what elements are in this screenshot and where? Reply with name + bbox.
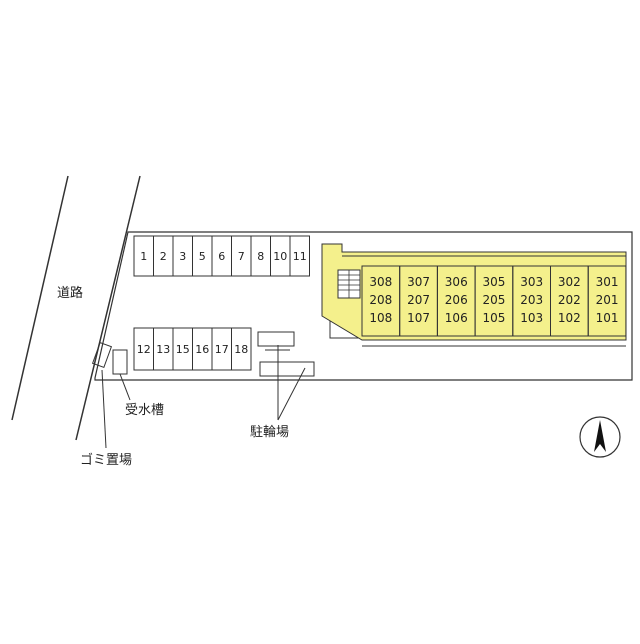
parking-slot-label: 8 xyxy=(257,250,264,263)
unit-column xyxy=(587,265,627,337)
water-tank-leader xyxy=(119,373,131,401)
road-edge-left xyxy=(11,175,69,421)
unit-number: 206 xyxy=(445,293,468,307)
bicycle-parking-label: 駐輪場 xyxy=(250,424,289,440)
unit-number: 103 xyxy=(520,311,543,325)
unit-number: 106 xyxy=(445,311,468,325)
unit-number: 303 xyxy=(520,275,543,289)
unit-number: 308 xyxy=(369,275,392,289)
bicycle-leader-2 xyxy=(277,367,306,421)
parking-slot-label: 3 xyxy=(179,250,186,263)
parking-slot-label: 7 xyxy=(238,250,245,263)
parking-slot-label: 5 xyxy=(199,250,206,263)
garbage-leader xyxy=(101,369,107,449)
unit-number: 208 xyxy=(369,293,392,307)
unit-number: 205 xyxy=(482,293,505,307)
unit-number: 108 xyxy=(369,311,392,325)
parking-slot-label: 13 xyxy=(156,343,170,356)
unit-number: 305 xyxy=(482,275,505,289)
unit-number: 207 xyxy=(407,293,430,307)
garbage-area xyxy=(91,341,113,369)
unit-number: 101 xyxy=(596,311,619,325)
parking-slot-label: 16 xyxy=(195,343,209,356)
unit-number: 301 xyxy=(596,275,619,289)
unit-number: 203 xyxy=(520,293,543,307)
unit-number: 202 xyxy=(558,293,581,307)
unit-number: 302 xyxy=(558,275,581,289)
parking-slot-11 xyxy=(289,235,310,277)
parking-slot-18 xyxy=(231,327,252,371)
building-corridor xyxy=(321,243,627,341)
site-boundary xyxy=(94,231,633,381)
garbage-label: ゴミ置場 xyxy=(80,452,132,468)
stairs xyxy=(337,269,361,299)
parking-slot-label: 12 xyxy=(137,343,151,356)
bicycle-rack-upper xyxy=(257,331,295,347)
unit-number: 307 xyxy=(407,275,430,289)
parking-slot-label: 1 xyxy=(140,250,147,263)
bicycle-rack-lower xyxy=(259,361,315,377)
parking-slot-label: 17 xyxy=(215,343,229,356)
road-edge-right xyxy=(75,175,141,441)
water-tank-label: 受水槽 xyxy=(125,403,164,418)
unit-grid: 308 208 108 307 207 107 306 206 106 305 205 105 303 2… xyxy=(361,265,627,337)
parking-slot-label: 15 xyxy=(176,343,190,356)
unit-number: 105 xyxy=(482,311,505,325)
parking-slot-label: 2 xyxy=(160,250,167,263)
apartment-building: 308 208 108 307 207 107 306 206 106 305 205 105 303 2… xyxy=(321,243,627,347)
water-tank xyxy=(112,349,128,375)
parking-slot-label: 11 xyxy=(293,250,307,263)
parking-row-bottom: 12 13 15 16 17 18 xyxy=(133,327,252,371)
unit-number: 306 xyxy=(445,275,468,289)
unit-number: 107 xyxy=(407,311,430,325)
north-arrow-icon xyxy=(579,416,621,458)
parking-slot-label: 18 xyxy=(234,343,248,356)
road-label: 道路 xyxy=(57,285,83,301)
unit-number: 201 xyxy=(596,293,619,307)
parking-slot-label: 10 xyxy=(273,250,287,263)
unit-number: 102 xyxy=(558,311,581,325)
parking-slot-label: 6 xyxy=(218,250,225,263)
